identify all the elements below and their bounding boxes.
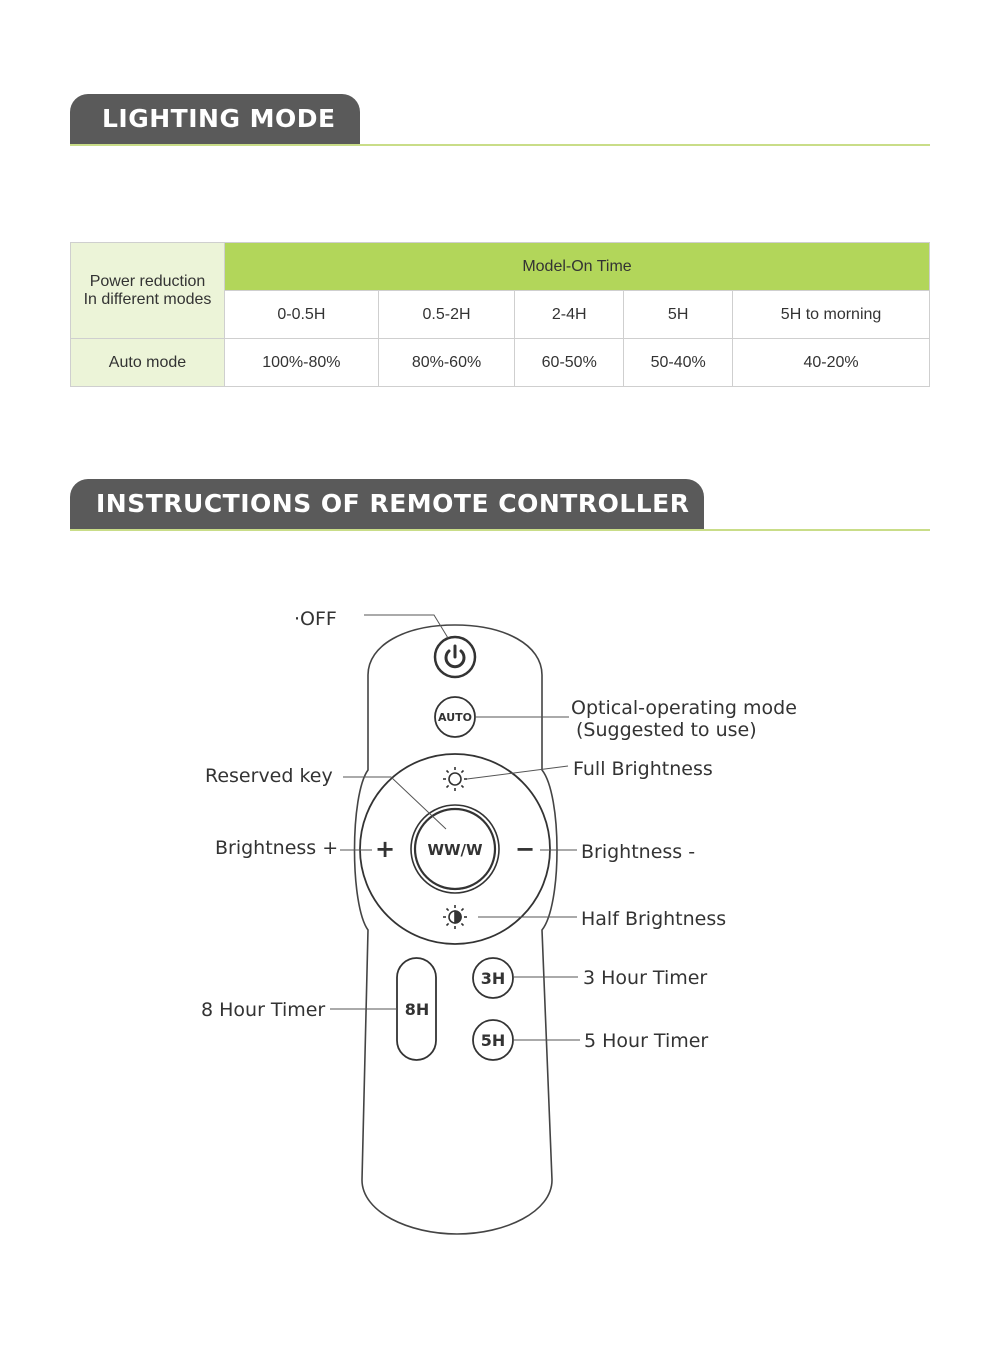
column-header: 0-0.5H	[224, 290, 379, 339]
ww-w-button-label: WW/W	[427, 841, 483, 859]
section-divider	[70, 144, 930, 146]
table-cell: 60-50%	[514, 338, 625, 387]
column-header: 5H to morning	[732, 290, 930, 339]
table-cell: 50-40%	[623, 338, 734, 387]
lighting-mode-title: LIGHTING MODE	[70, 94, 360, 144]
auto-button-label: AUTO	[438, 711, 472, 724]
group-header: Model-On Time	[224, 242, 930, 291]
five-hour-button[interactable]: 5H	[472, 1019, 514, 1061]
sun-icon	[443, 767, 467, 791]
reserved-key-label: Reserved key	[205, 765, 333, 787]
table-row: Auto mode 100%-80% 80%-60% 60-50% 50-40%…	[70, 338, 930, 387]
corner-label-line1: Power reduction	[89, 272, 206, 290]
table-cell: 100%-80%	[224, 338, 379, 387]
power-button[interactable]	[433, 635, 477, 679]
column-header-row: 0-0.5H 0.5-2H 2-4H 5H 5H to morning	[71, 290, 930, 339]
ww-w-button[interactable]: WW/W	[410, 804, 500, 894]
power-icon	[444, 644, 466, 669]
brightness-minus-button[interactable]: −	[515, 835, 535, 863]
three-hour-label: 3 Hour Timer	[583, 967, 707, 989]
leader-lines	[330, 614, 580, 1041]
optical-mode-label: Optical-operating mode	[571, 697, 797, 719]
section-divider	[70, 529, 930, 531]
half-brightness-label: Half Brightness	[581, 908, 726, 930]
column-header: 2-4H	[514, 290, 625, 339]
off-label: ·OFF	[294, 608, 337, 630]
eight-hour-label: 8 Hour Timer	[201, 999, 325, 1021]
three-hour-button-label: 3H	[481, 969, 506, 988]
table-cell: 40-20%	[732, 338, 930, 387]
auto-button[interactable]: AUTO	[434, 696, 476, 738]
full-brightness-button[interactable]	[443, 767, 467, 791]
corner-label-line2: In different modes	[83, 290, 212, 308]
optical-mode-sublabel: (Suggested to use)	[576, 719, 757, 741]
half-brightness-button[interactable]	[443, 905, 467, 929]
five-hour-button-label: 5H	[481, 1031, 506, 1050]
corner-label-cell: Power reduction In different modes	[70, 242, 225, 339]
eight-hour-button[interactable]: 8H	[396, 957, 437, 1061]
lighting-mode-table: Power reduction In different modes Model…	[70, 242, 930, 387]
eight-hour-button-label: 8H	[405, 1000, 430, 1019]
row-label: Auto mode	[70, 338, 225, 387]
five-hour-label: 5 Hour Timer	[584, 1030, 708, 1052]
column-header: 5H	[623, 290, 734, 339]
remote-instructions-title: INSTRUCTIONS OF REMOTE CONTROLLER	[70, 479, 704, 529]
half-sun-icon	[443, 905, 467, 929]
full-brightness-label: Full Brightness	[573, 758, 713, 780]
brightness-plus-label: Brightness +	[215, 837, 338, 859]
brightness-plus-button[interactable]: +	[375, 835, 395, 863]
table-cell: 80%-60%	[377, 338, 516, 387]
three-hour-button[interactable]: 3H	[472, 957, 514, 999]
brightness-minus-label: Brightness -	[581, 841, 695, 863]
column-header: 0.5-2H	[377, 290, 516, 339]
remote-diagram: AUTO + −	[201, 608, 797, 1235]
